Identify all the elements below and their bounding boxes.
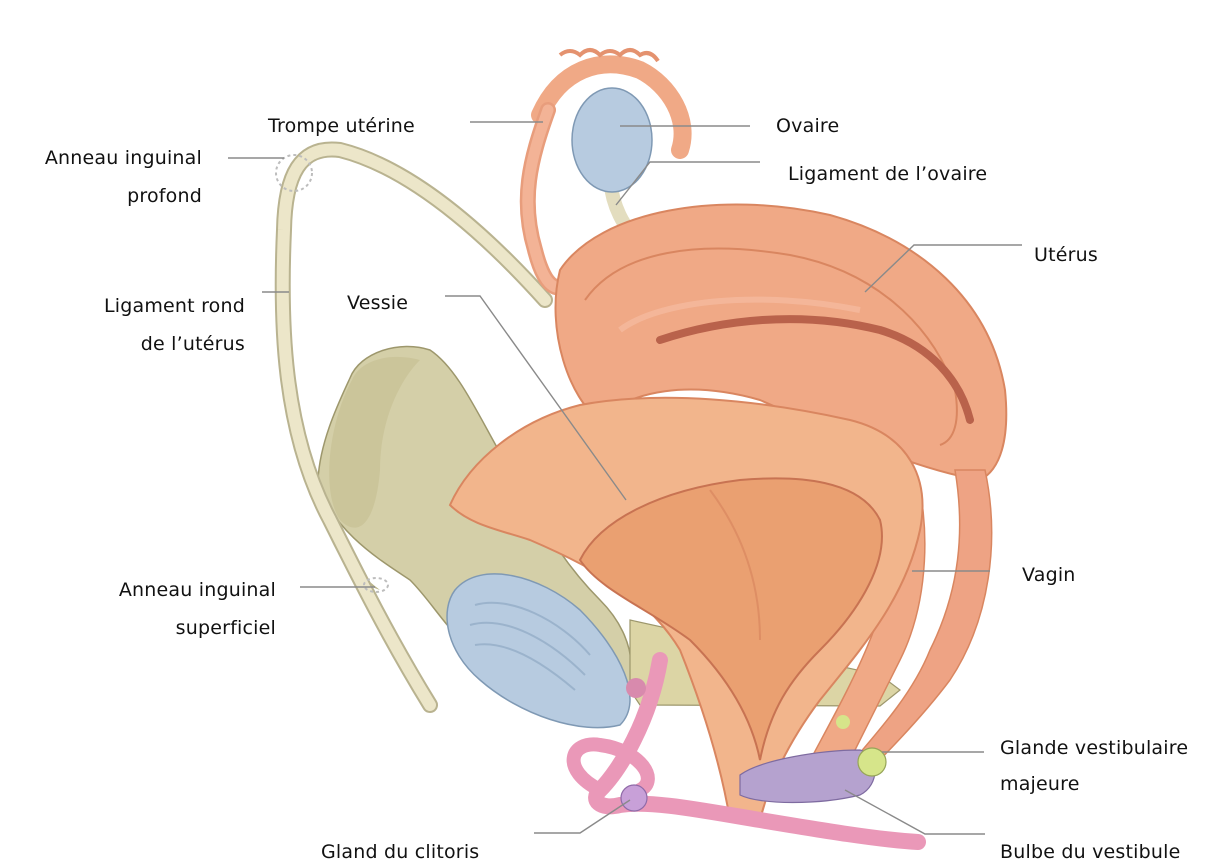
label-uterus: Utérus (1034, 241, 1098, 269)
label-ovaire: Ovaire (776, 112, 839, 140)
label-anneau-superficiel-line2: superficiel (176, 614, 276, 642)
label-anneau-superficiel-line1: Anneau inguinal (119, 576, 276, 604)
label-vagin: Vagin (1022, 561, 1076, 589)
label-anneau-profond-line2: profond (127, 182, 202, 210)
greater-vestibular-gland-2 (836, 715, 850, 729)
label-ligament-rond-line2: de l’utérus (141, 330, 245, 358)
label-trompe-uterine: Trompe utérine (268, 112, 415, 140)
label-vessie: Vessie (347, 289, 408, 317)
label-ligament-ovaire: Ligament de l’ovaire (788, 160, 987, 188)
gland-of-clitoris (621, 785, 647, 811)
ovary (572, 88, 652, 192)
leader-bulbe (845, 790, 985, 834)
greater-vestibular-gland (858, 748, 886, 776)
label-glande-vestibulaire-line1: Glande vestibulaire (1000, 734, 1188, 762)
label-glande-vestibulaire-line2: majeure (1000, 770, 1080, 798)
label-anneau-profond-line1: Anneau inguinal (45, 144, 202, 172)
label-bulbe-vestibule: Bulbe du vestibule (1000, 838, 1181, 866)
label-gland-clitoris: Gland du clitoris (321, 838, 479, 866)
blue-tissue (447, 574, 630, 728)
label-ligament-rond-line1: Ligament rond (104, 292, 245, 320)
